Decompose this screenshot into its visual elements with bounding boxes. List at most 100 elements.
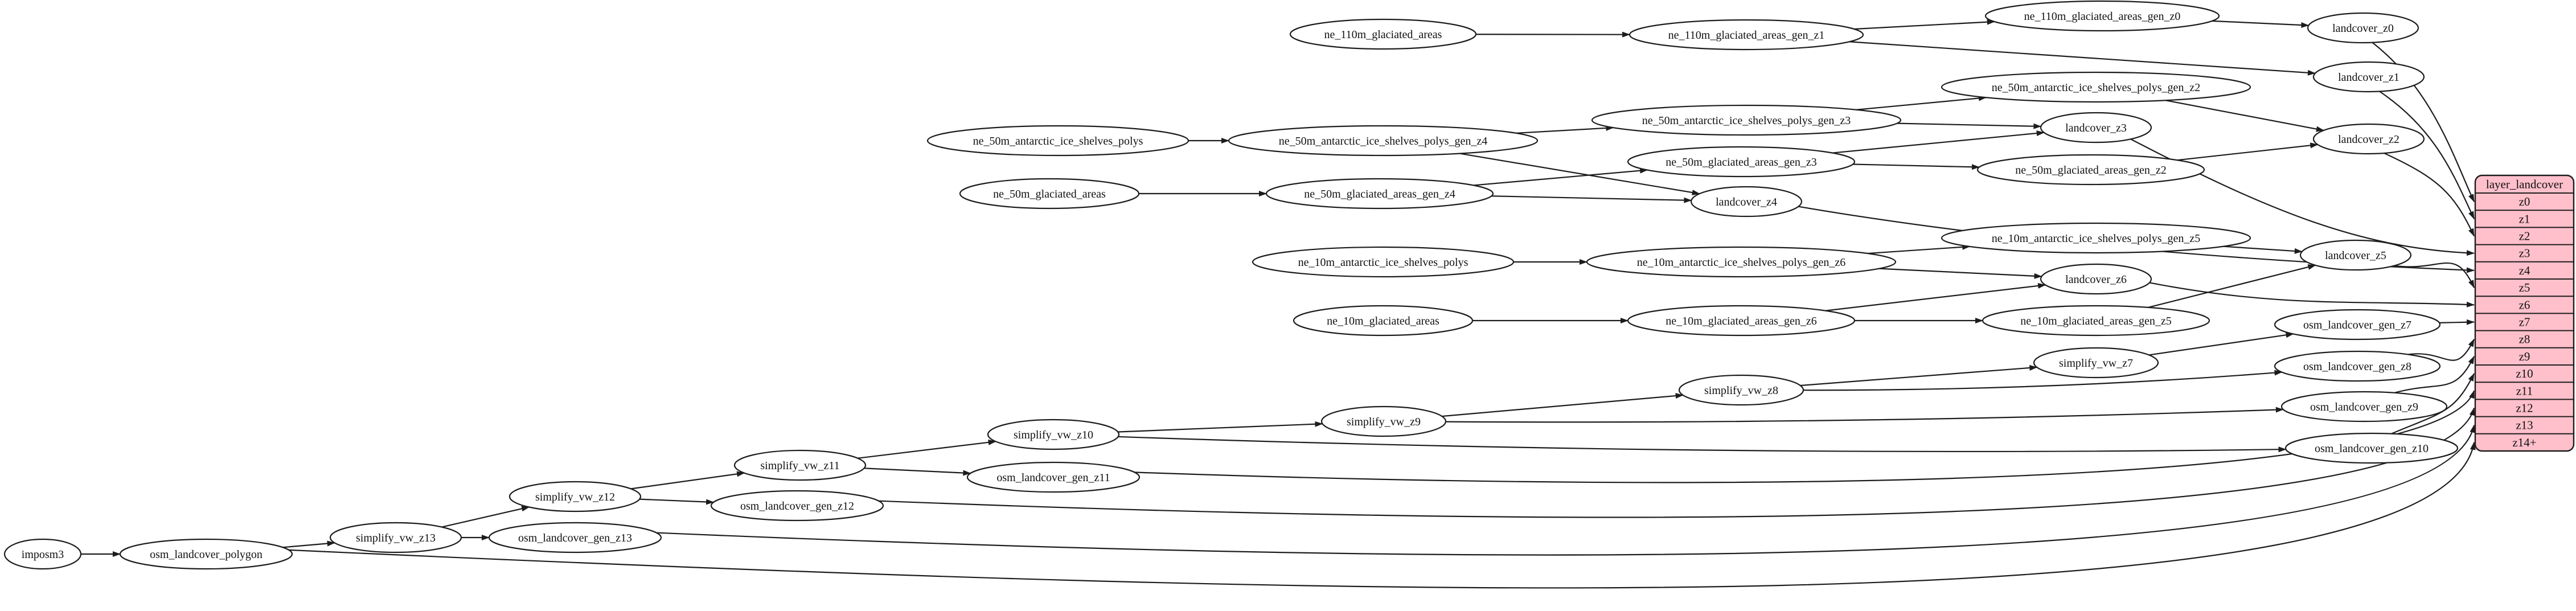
node-ellipse-landcover-z0 bbox=[2307, 12, 2419, 44]
node-label-ne-10m-glaciated-areas-gen-z6: ne_10m_glaciated_areas_gen_z6 bbox=[1666, 315, 1816, 327]
edge-simplify-vw-z10-to-osm-landcover-gen-z10 bbox=[1118, 436, 2287, 453]
node-label-osm-landcover-gen-z12: osm_landcover_gen_z12 bbox=[740, 500, 854, 512]
table-title: layer_landcover bbox=[2486, 178, 2563, 191]
edge-osm-landcover-gen-z7-to-layer-z7 bbox=[2439, 319, 2475, 325]
node-simplify-vw-z13: simplify_vw_z13 bbox=[329, 522, 462, 553]
table-row-z1: z1 bbox=[2519, 212, 2530, 225]
node-ne-110m-glaciated-areas: ne_110m_glaciated_areas bbox=[1289, 18, 1477, 50]
node-landcover-z3: landcover_z3 bbox=[2040, 112, 2152, 143]
edge-ne-10m-antarctic-ice-shelves-polys-gen-z6-to-landcover-z6 bbox=[1879, 268, 2042, 279]
node-ne-50m-antarctic-ice-shelves-polys-gen-z3: ne_50m_antarctic_ice_shelves_polys_gen_z… bbox=[1591, 104, 1902, 136]
node-landcover-z4: landcover_z4 bbox=[1690, 186, 1803, 218]
node-landcover-z6: landcover_z6 bbox=[2040, 263, 2152, 295]
node-label-osm-landcover-gen-z11: osm_landcover_gen_z11 bbox=[996, 471, 1110, 484]
node-ellipse-ne-110m-glaciated-areas-gen-z1 bbox=[1629, 19, 1864, 51]
node-ellipse-ne-50m-antarctic-ice-shelves-polys-gen-z3 bbox=[1591, 104, 1902, 136]
node-label-ne-50m-glaciated-areas: ne_50m_glaciated_areas bbox=[993, 188, 1106, 200]
edge-landcover-z1-to-layer-z1 bbox=[2379, 91, 2475, 220]
node-ellipse-ne-50m-glaciated-areas-gen-z4 bbox=[1265, 178, 1494, 210]
table-row-z4: z4 bbox=[2519, 264, 2530, 277]
node-label-ne-110m-glaciated-areas-gen-z0: ne_110m_glaciated_areas_gen_z0 bbox=[2024, 10, 2181, 23]
node-label-imposm3: imposm3 bbox=[22, 548, 64, 561]
node-ellipse-landcover-z1 bbox=[2312, 61, 2425, 93]
table-row-z13: z13 bbox=[2516, 419, 2533, 432]
node-landcover-z2: landcover_z2 bbox=[2312, 123, 2425, 155]
edge-ne-10m-glaciated-areas-gen-z6-to-landcover-z6 bbox=[1826, 282, 2046, 311]
edge-ne-50m-antarctic-ice-shelves-polys-gen-z4-to-ne-50m-antarctic-ice-shelves-polys-gen-z3 bbox=[1516, 125, 1614, 134]
edge-simplify-vw-z8-to-simplify-vw-z7 bbox=[1800, 365, 2038, 387]
edge-ne-110m-glaciated-areas-gen-z1-to-landcover-z1 bbox=[1849, 41, 2316, 76]
edge-osm-landcover-gen-z12-to-layer-z12 bbox=[878, 407, 2475, 518]
node-ellipse-landcover-z3 bbox=[2040, 112, 2152, 143]
node-ellipse-simplify-vw-z12 bbox=[508, 481, 642, 512]
table-row-z0: z0 bbox=[2519, 195, 2530, 208]
node-label-landcover-z1: landcover_z1 bbox=[2338, 71, 2399, 84]
edge-simplify-vw-z13-to-simplify-vw-z12 bbox=[441, 506, 530, 528]
edge-ne-10m-antarctic-ice-shelves-polys-gen-z5-to-landcover-z5 bbox=[2223, 245, 2303, 254]
edge-landcover-z0-to-layer-z0 bbox=[2372, 42, 2475, 203]
edge-simplify-vw-z12-to-osm-landcover-gen-z12 bbox=[639, 498, 715, 505]
node-ne-10m-glaciated-areas: ne_10m_glaciated_areas bbox=[1293, 305, 1474, 337]
edge-simplify-vw-z9-to-osm-landcover-gen-z9 bbox=[1445, 407, 2284, 423]
edge-simplify-vw-z10-to-simplify-vw-z9 bbox=[1118, 421, 1323, 433]
node-ellipse-osm-landcover-gen-z10 bbox=[2284, 432, 2459, 464]
node-ellipse-ne-10m-glaciated-areas-gen-z5 bbox=[1982, 305, 2210, 337]
node-ellipse-osm-landcover-gen-z13 bbox=[488, 522, 662, 553]
node-label-landcover-z0: landcover_z0 bbox=[2332, 22, 2394, 35]
node-ellipse-ne-10m-antarctic-ice-shelves-polys-gen-z6 bbox=[1586, 246, 1897, 278]
node-osm-landcover-gen-z10: osm_landcover_gen_z10 bbox=[2284, 432, 2459, 464]
table-row-z3: z3 bbox=[2519, 247, 2530, 260]
node-ellipse-simplify-vw-z8 bbox=[1678, 374, 1804, 406]
table-row-z12: z12 bbox=[2516, 401, 2533, 415]
edge-ne-50m-antarctic-ice-shelves-polys-gen-z3-to-ne-50m-antarctic-ice-shelves-polys-gen-z2 bbox=[1856, 95, 1987, 110]
node-ne-50m-antarctic-ice-shelves-polys-gen-z2: ne_50m_antarctic_ice_shelves_polys_gen_z… bbox=[1941, 71, 2251, 103]
node-ellipse-osm-landcover-gen-z8 bbox=[2274, 350, 2441, 382]
node-ne-10m-glaciated-areas-gen-z5: ne_10m_glaciated_areas_gen_z5 bbox=[1982, 305, 2210, 337]
node-label-landcover-z5: landcover_z5 bbox=[2325, 249, 2386, 262]
edge-ne-50m-antarctic-ice-shelves-polys-gen-z3-to-landcover-z3 bbox=[1897, 122, 2042, 129]
node-ellipse-ne-50m-antarctic-ice-shelves-polys bbox=[926, 125, 1189, 157]
node-ellipse-ne-50m-glaciated-areas-gen-z3 bbox=[1627, 146, 1856, 178]
table-row-z14plus: z14+ bbox=[2512, 436, 2536, 449]
node-ellipse-simplify-vw-z13 bbox=[329, 522, 462, 553]
edge-osm-landcover-polygon-to-simplify-vw-z13 bbox=[282, 540, 335, 548]
node-ellipse-ne-50m-glaciated-areas bbox=[959, 178, 1140, 210]
edge-ne-110m-glaciated-areas-gen-z0-to-landcover-z0 bbox=[2212, 20, 2310, 28]
edge-osm-landcover-gen-z9-to-layer-z9 bbox=[2394, 356, 2475, 393]
edge-simplify-vw-z9-to-simplify-vw-z8 bbox=[1442, 393, 1684, 417]
node-ellipse-imposm3 bbox=[3, 538, 82, 570]
node-osm-landcover-gen-z12: osm_landcover_gen_z12 bbox=[710, 490, 884, 522]
edge-ne-50m-antarctic-ice-shelves-polys-gen-z4-to-landcover-z4 bbox=[1459, 153, 1700, 195]
node-ellipse-simplify-vw-z9 bbox=[1320, 405, 1447, 437]
node-label-ne-10m-glaciated-areas-gen-z5: ne_10m_glaciated_areas_gen_z5 bbox=[2020, 315, 2171, 327]
node-label-ne-50m-antarctic-ice-shelves-polys-gen-z3: ne_50m_antarctic_ice_shelves_polys_gen_z… bbox=[1642, 114, 1851, 127]
node-label-landcover-z4: landcover_z4 bbox=[1716, 196, 1777, 208]
edge-ne-50m-glaciated-areas-gen-z4-to-landcover-z4 bbox=[1491, 195, 1692, 203]
node-label-osm-landcover-gen-z10: osm_landcover_gen_z10 bbox=[2315, 442, 2429, 455]
node-landcover-z0: landcover_z0 bbox=[2307, 12, 2419, 44]
table-row-z9: z9 bbox=[2519, 350, 2530, 363]
node-label-ne-50m-antarctic-ice-shelves-polys: ne_50m_antarctic_ice_shelves_polys bbox=[973, 135, 1143, 147]
node-osm-landcover-gen-z13: osm_landcover_gen_z13 bbox=[488, 522, 662, 553]
node-landcover-z5: landcover_z5 bbox=[2299, 239, 2412, 271]
node-ellipse-ne-50m-antarctic-ice-shelves-polys-gen-z4 bbox=[1228, 125, 1539, 157]
edge-landcover-z6-to-layer-z6 bbox=[2149, 282, 2475, 307]
node-ellipse-simplify-vw-z10 bbox=[987, 419, 1120, 450]
node-label-ne-10m-antarctic-ice-shelves-polys-gen-z6: ne_10m_antarctic_ice_shelves_polys_gen_z… bbox=[1637, 256, 1846, 269]
node-label-osm-landcover-polygon: osm_landcover_polygon bbox=[150, 548, 262, 561]
edge-ne-50m-antarctic-ice-shelves-polys-gen-z2-to-landcover-z2 bbox=[2165, 100, 2324, 132]
edge-ne-50m-glaciated-areas-gen-z2-to-landcover-z2 bbox=[2177, 142, 2319, 161]
layer-landcover-table: layer_landcoverz0z1z2z3z4z5z6z7z8z9z10z1… bbox=[2474, 174, 2575, 452]
node-ne-50m-antarctic-ice-shelves-polys: ne_50m_antarctic_ice_shelves_polys bbox=[926, 125, 1189, 157]
node-label-simplify-vw-z13: simplify_vw_z13 bbox=[356, 532, 436, 544]
node-ne-50m-glaciated-areas-gen-z4: ne_50m_glaciated_areas_gen_z4 bbox=[1265, 178, 1494, 210]
node-label-ne-10m-antarctic-ice-shelves-polys: ne_10m_antarctic_ice_shelves_polys bbox=[1298, 256, 1469, 269]
edge-simplify-vw-z8-to-osm-landcover-gen-z8 bbox=[1803, 370, 2283, 391]
edge-osm-landcover-gen-z8-to-layer-z8 bbox=[2407, 338, 2475, 361]
node-ne-50m-glaciated-areas-gen-z2: ne_50m_glaciated_areas_gen_z2 bbox=[1976, 154, 2205, 186]
node-ellipse-landcover-z4 bbox=[1690, 186, 1803, 218]
node-label-ne-50m-antarctic-ice-shelves-polys-gen-z2: ne_50m_antarctic_ice_shelves_polys_gen_z… bbox=[1992, 81, 2201, 94]
edge-simplify-vw-z11-to-simplify-vw-z10 bbox=[858, 439, 996, 459]
nodes-layer: imposm3 osm_landcover_polygon simplify_vw_… bbox=[3, 0, 2459, 570]
node-ellipse-ne-50m-antarctic-ice-shelves-polys-gen-z2 bbox=[1941, 71, 2251, 103]
